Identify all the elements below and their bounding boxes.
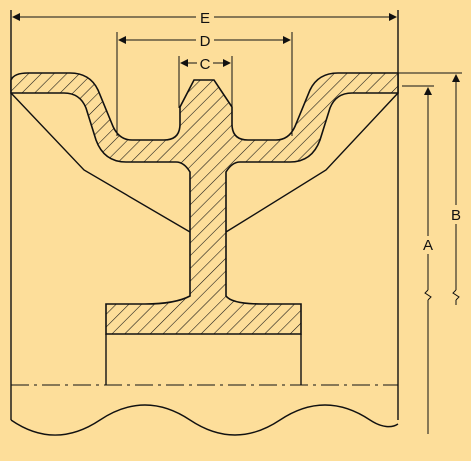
dim-b-label: B — [451, 207, 461, 224]
trough-section — [10, 72, 399, 335]
dim-d-label: D — [200, 33, 211, 50]
dim-e-label: E — [200, 10, 210, 27]
right-slope — [225, 92, 399, 233]
dim-d-mask — [196, 31, 214, 49]
dim-a-mask — [420, 236, 436, 254]
dim-b-mask — [448, 206, 464, 224]
dim-c-mask — [197, 54, 213, 72]
dim-a-break — [424, 289, 432, 301]
dim-a-label: A — [423, 237, 433, 254]
left-slope — [10, 92, 191, 233]
break-line — [10, 404, 399, 436]
dim-c-label: C — [200, 56, 211, 73]
dim-b-break — [452, 289, 460, 301]
dim-e-mask — [196, 8, 214, 26]
